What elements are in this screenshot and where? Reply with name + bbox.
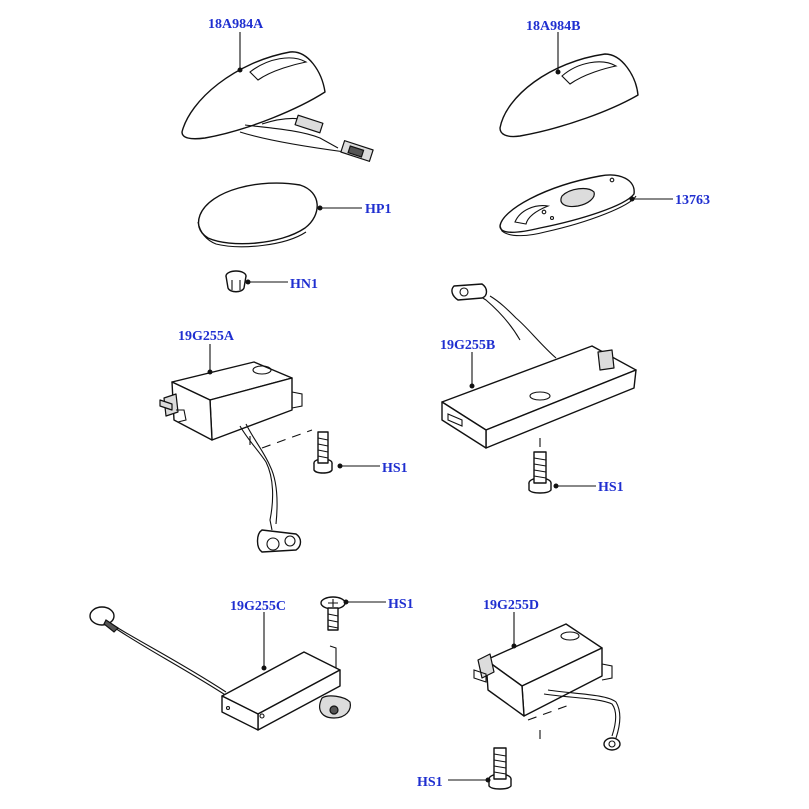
pad-hp1[interactable]	[197, 182, 318, 248]
gasket-13763[interactable]	[499, 174, 637, 237]
module-b[interactable]	[441, 283, 637, 449]
nut-hn1-label[interactable]: HN1	[290, 277, 318, 292]
antenna-b[interactable]	[499, 53, 639, 138]
gasket-13763-label[interactable]: 13763	[675, 193, 710, 208]
screw-b-label[interactable]: HS1	[598, 480, 624, 495]
nut-hn1[interactable]	[225, 270, 247, 293]
module-d[interactable]	[473, 623, 621, 751]
module-c[interactable]	[89, 606, 351, 731]
screw-c[interactable]	[320, 596, 346, 631]
screw-a-label[interactable]: HS1	[382, 461, 408, 476]
antenna-a-label[interactable]: 18A984A	[208, 17, 264, 32]
module-a-label[interactable]: 19G255A	[178, 329, 235, 344]
module-b-label[interactable]: 19G255B	[440, 338, 495, 353]
screw-b[interactable]	[528, 438, 552, 494]
module-d-label[interactable]: 19G255D	[483, 598, 539, 613]
antenna-a[interactable]	[181, 51, 374, 162]
screw-a[interactable]	[313, 431, 333, 474]
screw-c-label[interactable]: HS1	[388, 597, 414, 612]
antenna-b-label[interactable]: 18A984B	[526, 19, 580, 34]
pad-hp1-label[interactable]: HP1	[365, 202, 391, 217]
module-c-label[interactable]: 19G255C	[230, 599, 286, 614]
module-a[interactable]	[159, 361, 303, 553]
screw-d-label[interactable]: HS1	[417, 775, 443, 790]
screw-d[interactable]	[488, 747, 512, 790]
